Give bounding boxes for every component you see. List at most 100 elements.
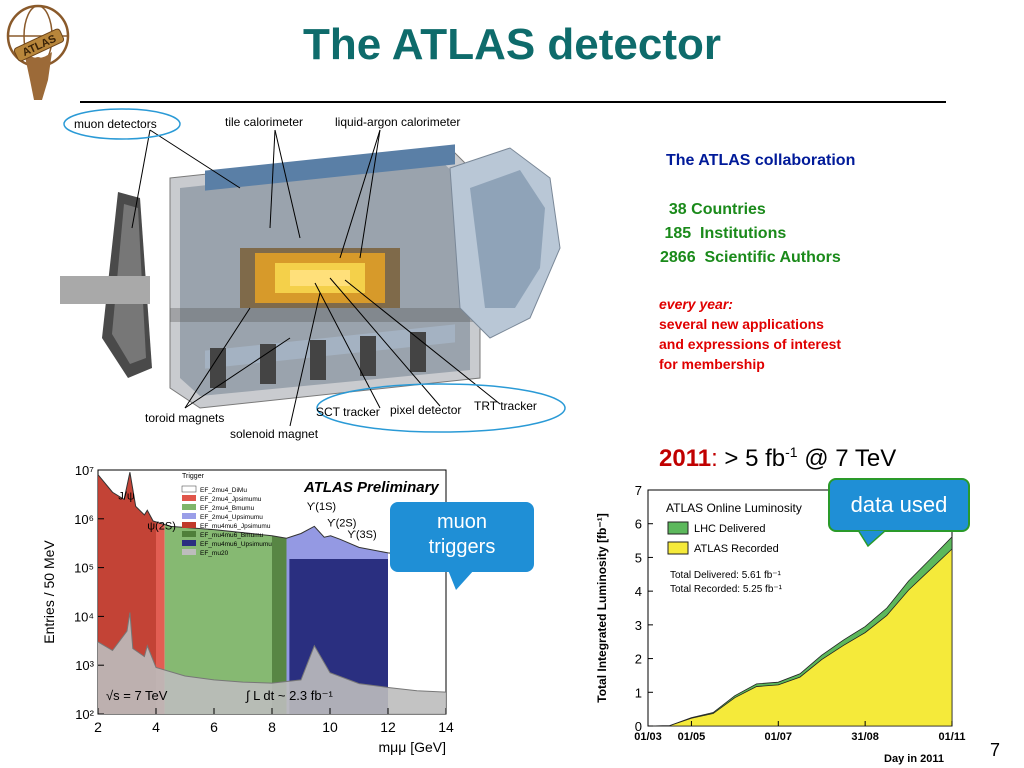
legend-swatch-recorded [667, 541, 689, 555]
collaboration-title: The ATLAS collaboration [666, 152, 856, 169]
y-tick-label: 3 [635, 618, 642, 633]
recorded-area [647, 548, 953, 727]
x-tick-label: 4 [152, 719, 160, 735]
label-trt-tracker: TRT tracker [474, 399, 537, 413]
x-tick-label: 01/07 [765, 731, 793, 743]
x-tick-label: 2 [94, 719, 102, 735]
legend-entry: EF_2mu4_Jpsimumu [200, 496, 262, 503]
x-tick-label: 31/08 [851, 731, 879, 743]
luminosity-headline: 2011: > 5 fb-1 @ 7 TeV [659, 444, 896, 473]
band-bmumu-dark [272, 535, 287, 714]
tracker-highlight [316, 383, 566, 433]
legend-entry: EF_2mu4_Upsimumu [200, 514, 263, 521]
dimu-envelope-line [97, 472, 447, 560]
title-underline [80, 101, 946, 103]
x-tick-label: 8 [268, 719, 276, 735]
y-tick-label: 10⁶ [74, 512, 94, 527]
page-number: 7 [990, 740, 1001, 760]
y-axis-label: Entries / 50 MeV [41, 540, 57, 644]
left-muon-wheel [60, 192, 152, 378]
label-sct-tracker: SCT tracker [316, 405, 380, 419]
headline-sup: -1 [785, 444, 798, 460]
atlas-logo: ATLAS [6, 4, 70, 100]
annotation-psi2s: ψ(2S) [147, 521, 176, 533]
annotation-ups3s: ϒ(3S) [347, 529, 376, 541]
label-solenoid-magnet: solenoid magnet [230, 427, 319, 441]
annotation-lumi: ∫ L dt ~ 2.3 fb⁻¹ [245, 688, 334, 703]
right-muon-wheel [449, 147, 561, 339]
y-tick-label: 10³ [75, 658, 94, 673]
y-tick-label: 0 [635, 719, 642, 734]
membership-line-2: and expressions of interest [659, 336, 842, 352]
data-used-callout: data used [828, 478, 970, 532]
annotation-jpsi: J/ψ [118, 490, 135, 502]
band-bmumu [164, 524, 272, 714]
legend-swatch [182, 549, 196, 555]
y-tick-label: 6 [635, 517, 642, 532]
detector-illustration: muon detectors tile calorimeter liquid-a… [60, 108, 566, 441]
muon-detectors-highlight [63, 108, 181, 140]
mu20-line [97, 612, 447, 693]
y-axis-label: Total Integrated Luminosity [fb⁻¹] [595, 513, 609, 702]
x-axis-label: mμμ [GeV] [379, 739, 446, 755]
legend-entry: EF_mu4mu6_Bmumu [200, 532, 264, 539]
muon-callout-tail [448, 570, 474, 590]
legend-swatch-delivered [667, 521, 689, 535]
y-tick-label: 5 [635, 550, 642, 565]
legend-entry: EF_mu20 [200, 550, 229, 557]
mu20-area [98, 612, 446, 714]
annotation-delivered: Total Delivered: 5.61 fb⁻¹ [670, 570, 782, 581]
collab-authors: 2866 Scientific Authors [660, 249, 841, 266]
annotation-ups2s: ϒ(2S) [327, 517, 356, 529]
x-axis-label: Day in 2011 [884, 753, 944, 765]
callout-muon-line1: muon [436, 511, 488, 533]
x-tick-label: 12 [380, 719, 396, 735]
headline-colon: : [711, 445, 718, 472]
page-title: The ATLAS detector [302, 20, 722, 69]
y-tick-label: 10⁷ [75, 463, 94, 478]
x-tick-label: 14 [438, 719, 454, 735]
muon-triggers-callout: muon triggers [390, 502, 534, 572]
headline-year: 2011 [659, 445, 712, 472]
label-pointers [131, 129, 501, 427]
y-tick-label: 10⁵ [74, 561, 94, 576]
headline-post: @ 7 TeV [797, 445, 897, 472]
band-jpsi-low [156, 521, 165, 714]
legend-title: Trigger [182, 473, 205, 480]
y-tick-label: 1 [635, 685, 642, 700]
y-tick-label: 4 [635, 584, 642, 599]
label-liquid-argon: liquid-argon calorimeter [335, 115, 460, 129]
legend-entry: EF_2mu4_Bmumu [200, 505, 255, 512]
y-tick-label: 2 [635, 652, 642, 667]
membership-line-1: several new applications [659, 316, 824, 332]
label-toroid-magnets: toroid magnets [145, 411, 224, 425]
legend-entry: EF_mu4mu6_Upsimumu [200, 541, 272, 548]
legend-entry: EF_mu4mu6_Jpsimumu [200, 523, 271, 530]
y-tick-label: 7 [635, 483, 642, 498]
legend-swatch [182, 522, 196, 528]
callout-muon-line2: triggers [428, 536, 496, 558]
x-tick-label: 6 [210, 719, 218, 735]
x-tick-label: 01/11 [939, 731, 966, 743]
annotation-recorded: Total Recorded: 5.25 fb⁻¹ [670, 584, 783, 595]
chart-title: ATLAS Preliminary [303, 479, 439, 496]
legend-entry: EF_2mu4_DiMu [200, 487, 247, 494]
legend-swatch [182, 513, 196, 519]
x-tick-label: 01/05 [678, 731, 706, 743]
y-tick-label: 10⁴ [74, 609, 94, 624]
barrel-body [169, 144, 481, 409]
annotation-energy: √s = 7 TeV [106, 688, 168, 703]
collab-institutions: 185 Institutions [660, 225, 787, 242]
data-callout-tail [858, 530, 888, 548]
x-tick-label: 10 [322, 719, 338, 735]
label-muon-detectors: muon detectors [74, 117, 157, 131]
legend-swatch [182, 504, 196, 510]
legend-swatch [182, 495, 196, 501]
annotation-ups1s: ϒ(1S) [307, 501, 336, 513]
chart-title: ATLAS Online Luminosity [666, 501, 802, 515]
every-year-label: every year: [659, 296, 733, 312]
legend-swatch [181, 485, 197, 493]
x-tick-label: 01/03 [634, 731, 662, 743]
label-tile-calorimeter: tile calorimeter [225, 115, 303, 129]
